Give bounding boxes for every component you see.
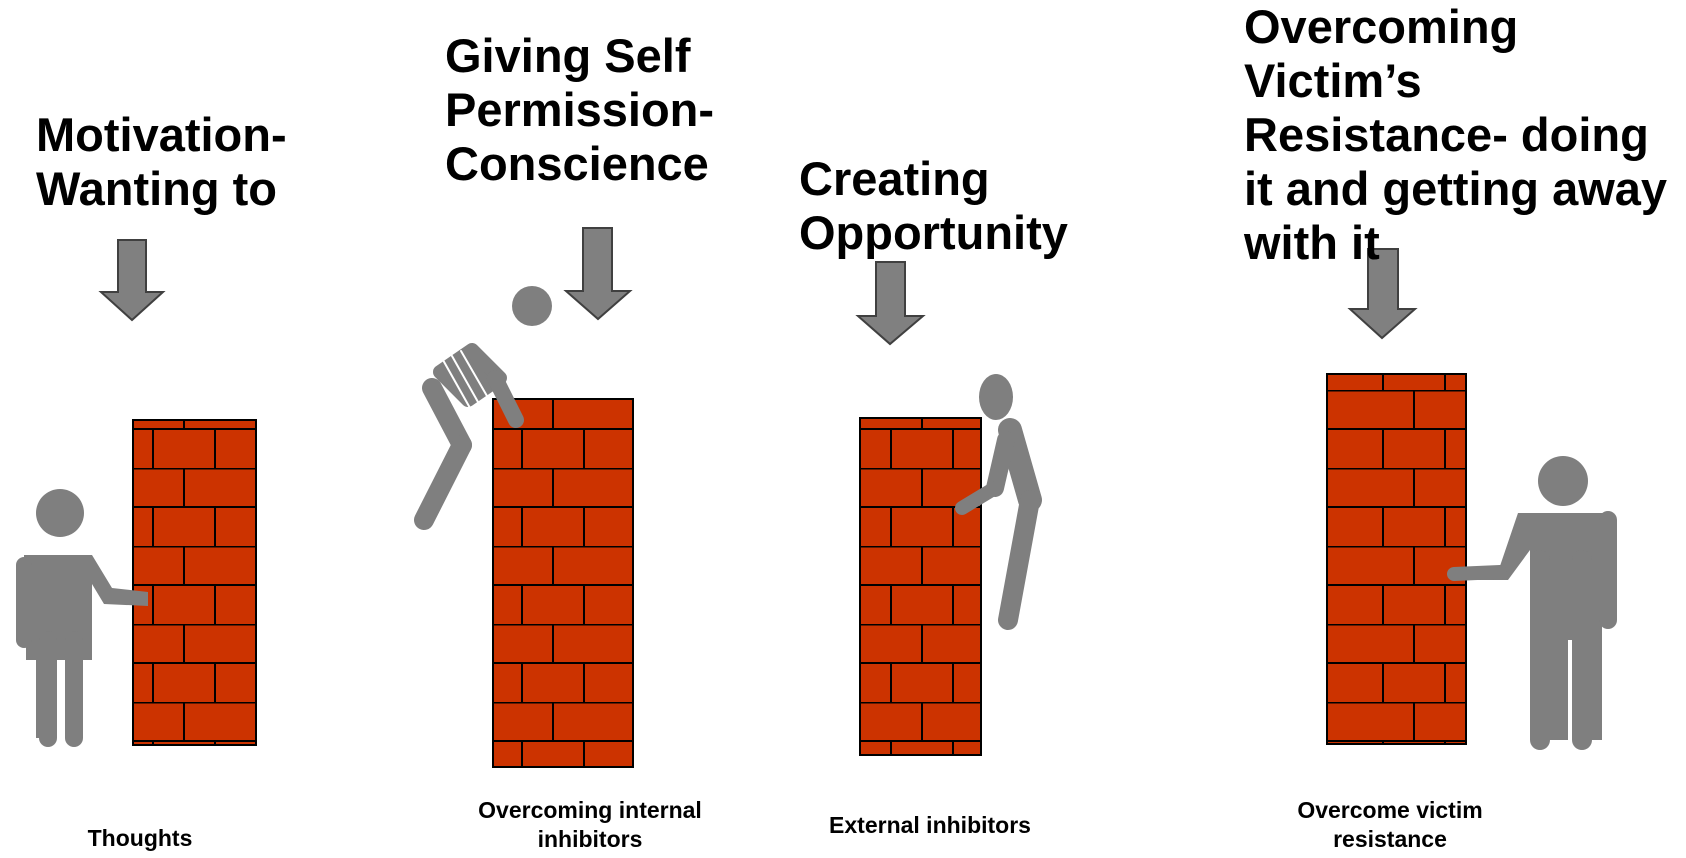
stage-4-caption: Overcome victim resistance [1297, 797, 1483, 852]
stage-1-heading: Motivation- Wanting to [36, 108, 287, 215]
stage-1-person [16, 489, 148, 747]
stage-2-wall [492, 398, 634, 768]
stage-3-wall [859, 417, 982, 756]
stage-2-heading: Giving Self Permission- Conscience [445, 29, 715, 190]
stage-4-heading: Overcoming Victim’s Resistance- doing it… [1244, 0, 1668, 269]
stage-1-arrow [98, 239, 166, 322]
stage-4-arrow [1347, 248, 1418, 340]
stage-1-wall [132, 419, 257, 746]
stage-3-caption: External inhibitors [829, 812, 1031, 838]
stage-2-arrow [563, 227, 633, 321]
stage-4-person [1447, 456, 1617, 750]
stage-3-arrow [855, 261, 926, 346]
stage-2-person [414, 286, 552, 530]
stage-3-person [955, 374, 1042, 630]
stage-4-wall [1326, 373, 1467, 745]
stage-3-heading: Creating Opportunity [799, 152, 1068, 259]
stage-2-caption: Overcoming internal inhibitors [478, 797, 702, 852]
stage-1-caption: Thoughts [87, 825, 193, 851]
